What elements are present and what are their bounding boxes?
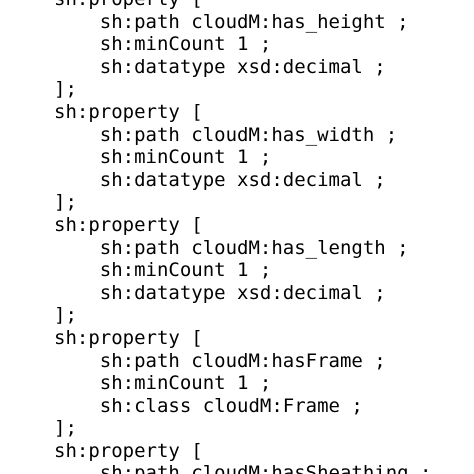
code-line: sh:class cloudM:Frame ;: [54, 394, 363, 417]
code-line: sh:datatype xsd:decimal ;: [54, 55, 386, 78]
code-line: sh:path cloudM:has_height ;: [54, 10, 409, 33]
code-line: sh:property [: [54, 213, 203, 236]
code-line: sh:path cloudM:hasSheathing ;: [54, 462, 432, 474]
code-line: sh:property [: [54, 0, 432, 11]
code-line: sh:path cloudM:hasFrame ;: [54, 349, 386, 372]
code-line: ];: [54, 417, 77, 440]
code-line: sh:path cloudM:has_width ;: [54, 123, 398, 146]
code-line: sh:minCount 1 ;: [54, 372, 272, 395]
code-line: ];: [54, 78, 77, 101]
code-line: sh:datatype xsd:decimal ;: [54, 168, 386, 191]
code-line: sh:property [: [54, 326, 203, 349]
code-line: sh:minCount 1 ;: [54, 33, 272, 56]
code-line: sh:datatype xsd:decimal ;: [54, 281, 386, 304]
code-line: sh:minCount 1 ;: [54, 146, 272, 169]
code-line: sh:property [: [54, 100, 203, 123]
code-line: sh:path cloudM:has_length ;: [54, 236, 409, 259]
code-line: ];: [54, 191, 77, 214]
code-lines: sh:property [ sh:path cloudM:has_height …: [54, 0, 432, 474]
code-line: sh:property [: [54, 439, 203, 462]
code-line: ];: [54, 304, 77, 327]
code-line: sh:minCount 1 ;: [54, 259, 272, 282]
